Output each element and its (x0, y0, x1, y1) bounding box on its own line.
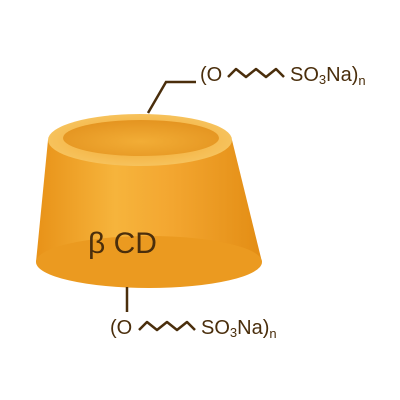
cyclodextrin-base (36, 236, 262, 288)
cyclodextrin-cavity (63, 120, 219, 156)
bottom-substituent-subscript: 3 (230, 325, 237, 340)
top-substituent-repeat: n (358, 73, 365, 88)
bottom-substituent-open: (O (110, 317, 132, 339)
top-substituent-open: (O (200, 64, 222, 86)
top-linker-line (146, 80, 196, 114)
svg-text:SO3Na)n: SO3Na)n (290, 64, 366, 88)
bottom-substituent-cation: Na) (237, 317, 269, 339)
bottom-substituent: (O SO3Na)n (110, 317, 277, 341)
top-substituent-group: SO (290, 64, 319, 86)
bottom-alkyl-chain-icon (138, 320, 196, 332)
top-substituent-cation: Na) (326, 64, 358, 86)
top-substituent: (O SO3Na)n (200, 64, 366, 88)
bottom-substituent-repeat: n (269, 326, 276, 341)
top-alkyl-chain-icon (227, 67, 285, 79)
core-label: β CD (88, 227, 157, 260)
svg-text:SO3Na)n: SO3Na)n (201, 317, 277, 341)
bottom-substituent-group: SO (201, 317, 230, 339)
top-substituent-subscript: 3 (319, 72, 326, 87)
